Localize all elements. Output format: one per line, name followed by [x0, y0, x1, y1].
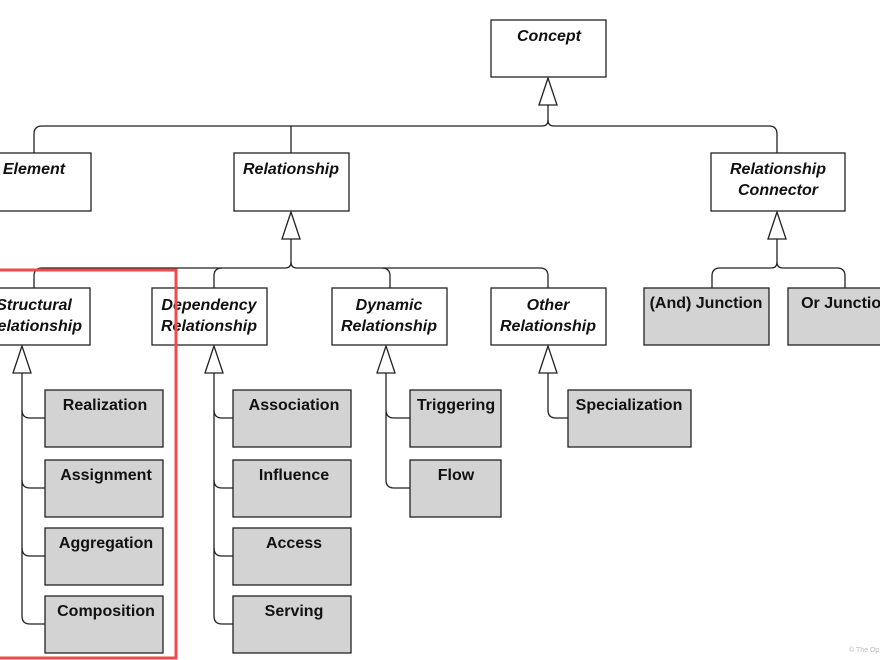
node-structural-relationship[interactable]: StructuralRelationship [0, 287, 91, 346]
node-label: Other [527, 297, 570, 314]
node-label: Dynamic [356, 297, 423, 314]
specialization-arrowheads [12, 75, 787, 374]
node-flow[interactable]: Flow [409, 459, 502, 518]
watermark: © The Op [849, 646, 879, 654]
node-label: Access [266, 535, 322, 552]
connector-lines [21, 105, 846, 625]
node-and-junction[interactable]: (And) Junction [643, 287, 770, 346]
node-assignment[interactable]: Assignment [44, 459, 164, 518]
node-label: Concept [517, 28, 582, 45]
node-concept[interactable]: Concept [490, 19, 607, 78]
triangle-arrow-icon [767, 209, 787, 240]
node-label: Or Junction [801, 295, 880, 312]
node-label: Relationship [0, 318, 82, 335]
node-association[interactable]: Association [232, 389, 352, 448]
node-label: Realization [63, 397, 147, 414]
node-label: Assignment [60, 467, 152, 484]
node-label: Influence [259, 467, 329, 484]
node-influence[interactable]: Influence [232, 459, 352, 518]
highlight-rectangle [0, 268, 178, 660]
node-specialization[interactable]: Specialization [567, 389, 692, 448]
node-label: Dependency [161, 297, 257, 314]
node-serving[interactable]: Serving [232, 595, 352, 654]
node-triggering[interactable]: Triggering [409, 389, 502, 448]
triangle-arrow-icon [204, 343, 224, 374]
node-label: Specialization [576, 397, 683, 414]
node-label: Association [249, 397, 340, 414]
node-access[interactable]: Access [232, 527, 352, 586]
node-label: (And) Junction [650, 295, 763, 312]
node-aggregation[interactable]: Aggregation [44, 527, 164, 586]
node-composition[interactable]: Composition [44, 595, 164, 654]
node-label: Serving [265, 603, 324, 620]
triangle-arrow-icon [376, 343, 396, 374]
triangle-arrow-icon [281, 209, 301, 240]
node-label: Relationship [341, 318, 437, 335]
node-label: Triggering [417, 397, 495, 414]
node-label: Composition [57, 603, 155, 620]
node-or-junction[interactable]: Or Junction [787, 287, 880, 346]
triangle-arrow-icon [12, 343, 32, 374]
node-label: Relationship [243, 161, 339, 178]
triangle-arrow-icon [538, 75, 558, 106]
node-label: Relationship [500, 318, 596, 335]
node-label: Element [3, 161, 66, 178]
node-realization[interactable]: Realization [44, 389, 164, 448]
node-label: Relationship [161, 318, 257, 335]
node-label: Connector [738, 182, 819, 199]
triangle-arrow-icon [538, 343, 558, 374]
node-label: Structural [0, 297, 72, 314]
node-label: Flow [438, 467, 475, 484]
node-label: Relationship [730, 161, 826, 178]
node-label: Aggregation [59, 535, 153, 552]
node-relationship[interactable]: Relationship [233, 152, 350, 212]
node-element[interactable]: Element [0, 152, 92, 212]
